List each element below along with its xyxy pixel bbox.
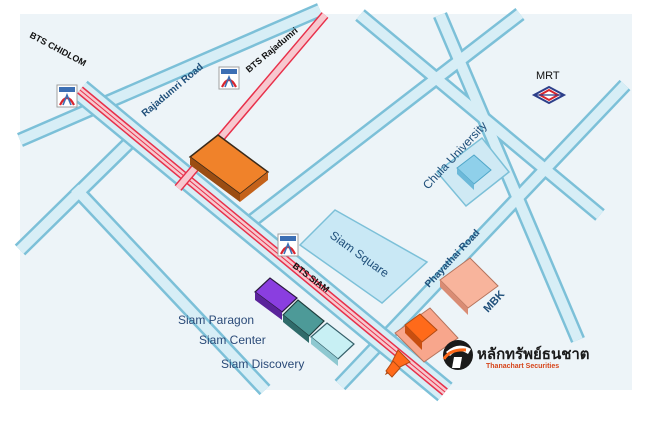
mrt-label: MRT [536,70,560,82]
siam-center-label: Siam Center [199,333,266,347]
mrt-logo-icon [531,85,567,105]
mbk-building[interactable] [439,257,499,315]
chula-university-building [456,154,492,190]
siam-paragon-label: Siam Paragon [178,313,254,327]
bts-siam-station[interactable] [277,233,299,257]
location-arrow-icon [384,349,411,378]
bts-rajadumri-station[interactable] [218,66,240,90]
bts-chidlom-station[interactable] [56,84,78,108]
brand-thai-name: หลักทรัพย์ธนชาต [477,345,590,363]
siam-square-block[interactable] [298,209,429,304]
thanachart-building[interactable] [394,307,459,363]
siam-discovery-building[interactable] [310,322,355,366]
brand-english-name: Thanachart Securities [486,363,559,370]
thanachart-logo-icon [442,340,473,370]
siam-discovery-label: Siam Discovery [221,357,304,371]
orange-building [188,134,270,202]
siam-center-building[interactable] [282,299,325,343]
siam-paragon-building[interactable] [254,277,298,320]
